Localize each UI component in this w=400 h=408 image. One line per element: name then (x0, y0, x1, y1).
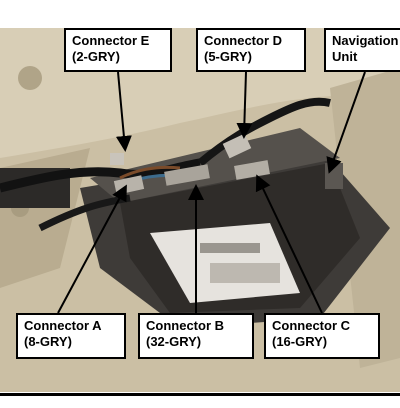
callout-connector-d-title: Connector D (204, 33, 282, 48)
callout-connector-a-title: Connector A (24, 318, 102, 333)
callout-navigation-unit: Navigation Unit (324, 28, 400, 72)
callout-connector-e-spec: (2-GRY) (72, 49, 120, 64)
callout-connector-d: Connector D (5-GRY) (196, 28, 306, 72)
callout-navigation-unit-line1: Navigation (332, 33, 399, 48)
wire-harness-top (197, 97, 331, 167)
nav-corner-bracket (325, 163, 343, 189)
bolt-hole-left (18, 66, 42, 90)
callout-connector-a-spec: (8-GRY) (24, 334, 72, 349)
connector-b-body (164, 164, 210, 186)
callout-connector-b-title: Connector B (146, 318, 224, 333)
callout-navigation-unit-line2: Unit (332, 49, 358, 64)
label-barcode (200, 243, 260, 253)
callout-connector-e-title: Connector E (72, 33, 150, 48)
callout-connector-b-spec: (32-GRY) (146, 334, 202, 349)
callout-connector-c-spec: (16-GRY) (272, 334, 328, 349)
bottom-divider (0, 393, 400, 396)
callout-connector-c: Connector C (16-GRY) (264, 313, 380, 359)
connector-d-body (222, 133, 252, 159)
label-text-block (210, 263, 280, 283)
colored-wires (119, 165, 181, 180)
callout-connector-a: Connector A (8-GRY) (16, 313, 126, 359)
bracket-top-edge (90, 128, 340, 203)
callout-connector-e: Connector E (2-GRY) (64, 28, 172, 72)
connector-e-body (110, 153, 124, 165)
callout-connector-d-spec: (5-GRY) (204, 49, 252, 64)
callout-connector-c-title: Connector C (272, 318, 350, 333)
callout-connector-b: Connector B (32-GRY) (138, 313, 254, 359)
